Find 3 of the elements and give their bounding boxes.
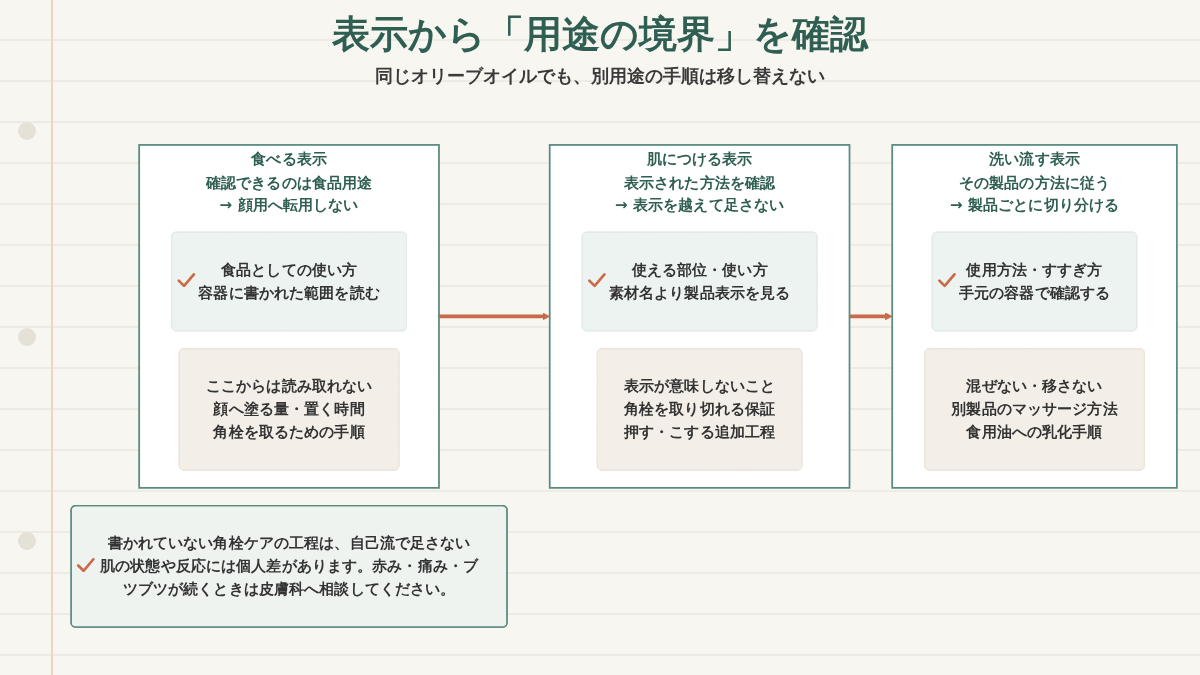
arrow <box>849 312 893 321</box>
subtitle: 同じオリーブオイルでも、別用途の手順は移し替えない <box>375 64 825 88</box>
diagram-title: 表示から「用途の境界」を確認 <box>332 12 868 57</box>
